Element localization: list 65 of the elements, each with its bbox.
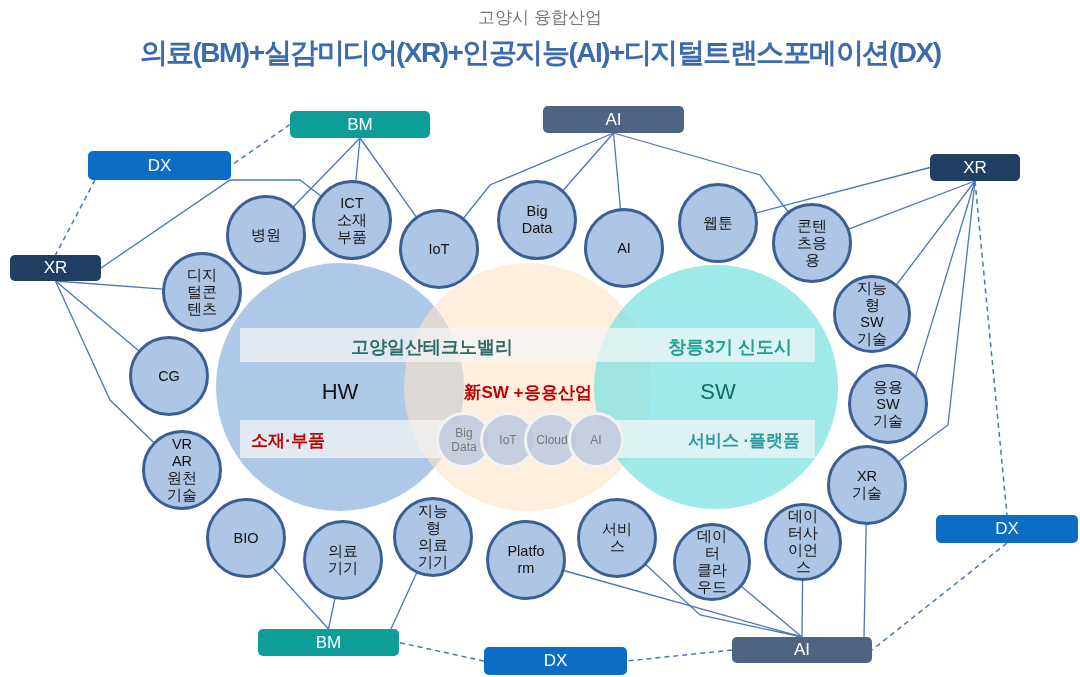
band-label: 서비스 ·플랫폼 bbox=[687, 429, 801, 452]
topic-circle: CG bbox=[129, 336, 209, 416]
connector-line bbox=[755, 166, 931, 214]
connector-line bbox=[327, 597, 336, 630]
connector-line bbox=[462, 132, 615, 220]
topic-circle: AI bbox=[584, 208, 664, 288]
connector-line bbox=[562, 132, 615, 192]
subtitle: 고양시 융합산업 bbox=[478, 8, 602, 27]
connector-line bbox=[355, 137, 361, 182]
connector-line bbox=[359, 137, 418, 218]
category-box: BM bbox=[258, 629, 399, 656]
topic-circle: 지능형 SW 기술 bbox=[833, 275, 911, 353]
topic-circle: 디지털콘텐츠 bbox=[162, 252, 242, 332]
title: 의료(BM)+실감미디어(XR)+인공지능(AI)+디지털트랜스포메이션(DX) bbox=[139, 37, 941, 68]
category-box: DX bbox=[88, 151, 231, 180]
sector-label: HW bbox=[321, 379, 359, 405]
connector-line bbox=[895, 180, 976, 286]
topic-circle: 지능형 의료기기 bbox=[393, 497, 473, 577]
band-label: 고양일산테크노밸리 bbox=[351, 336, 513, 359]
dashed-connector bbox=[398, 641, 485, 662]
topic-circle: 데이터 클라우드 bbox=[673, 523, 751, 601]
connector-line bbox=[863, 523, 867, 638]
topic-circle: XR 기술 bbox=[827, 445, 907, 525]
dashed-connector bbox=[871, 542, 1008, 651]
connector-line bbox=[612, 132, 622, 210]
sector-label: SW bbox=[700, 379, 736, 405]
topic-circle: 응용 SW 기술 bbox=[848, 364, 928, 444]
topic-circle: Platform bbox=[486, 520, 566, 600]
topic-circle: 데이터사이언스 bbox=[764, 503, 842, 581]
category-box: BM bbox=[290, 111, 430, 138]
band-label: 新SW +응용산업 bbox=[464, 381, 592, 404]
category-box: AI bbox=[543, 106, 684, 133]
connector-line bbox=[271, 566, 330, 630]
topic-circle: 웹툰 bbox=[678, 183, 758, 263]
band-label: 소재·부품 bbox=[251, 429, 325, 452]
topic-circle: ICT 소재 부품 bbox=[312, 180, 392, 260]
connector-line bbox=[54, 280, 140, 352]
category-box: AI bbox=[732, 637, 872, 663]
connector-line bbox=[100, 179, 322, 269]
topic-circle: BIO bbox=[206, 498, 286, 578]
category-box: XR bbox=[930, 154, 1020, 181]
topic-circle: 콘텐츠응용 bbox=[772, 203, 852, 283]
connector-line bbox=[54, 280, 164, 290]
dashed-connector bbox=[974, 180, 1008, 516]
topic-circle: 서비스 bbox=[577, 498, 657, 578]
connector-line bbox=[644, 563, 803, 638]
connector-line bbox=[801, 579, 804, 638]
dashed-connector bbox=[54, 179, 96, 256]
connector-line bbox=[390, 571, 418, 630]
dashed-connector bbox=[626, 649, 733, 662]
connector-line bbox=[847, 180, 976, 230]
topic-circle: 의료 기기 bbox=[303, 520, 383, 600]
connector-line bbox=[292, 137, 361, 208]
topic-circle: Big Data bbox=[497, 180, 577, 260]
topic-circle: IoT bbox=[399, 209, 479, 289]
tech-circle: AI bbox=[568, 412, 624, 468]
connector-line bbox=[740, 585, 803, 638]
band-label: 창릉3기 신도시 bbox=[668, 336, 792, 359]
category-box: DX bbox=[936, 515, 1078, 543]
connector-line bbox=[54, 280, 155, 444]
connector-line bbox=[612, 132, 789, 213]
category-box: XR bbox=[10, 255, 101, 281]
topic-circle: 병원 bbox=[226, 195, 306, 275]
topic-circle: VR AR 원천기술 bbox=[142, 430, 222, 510]
category-box: DX bbox=[484, 647, 627, 675]
